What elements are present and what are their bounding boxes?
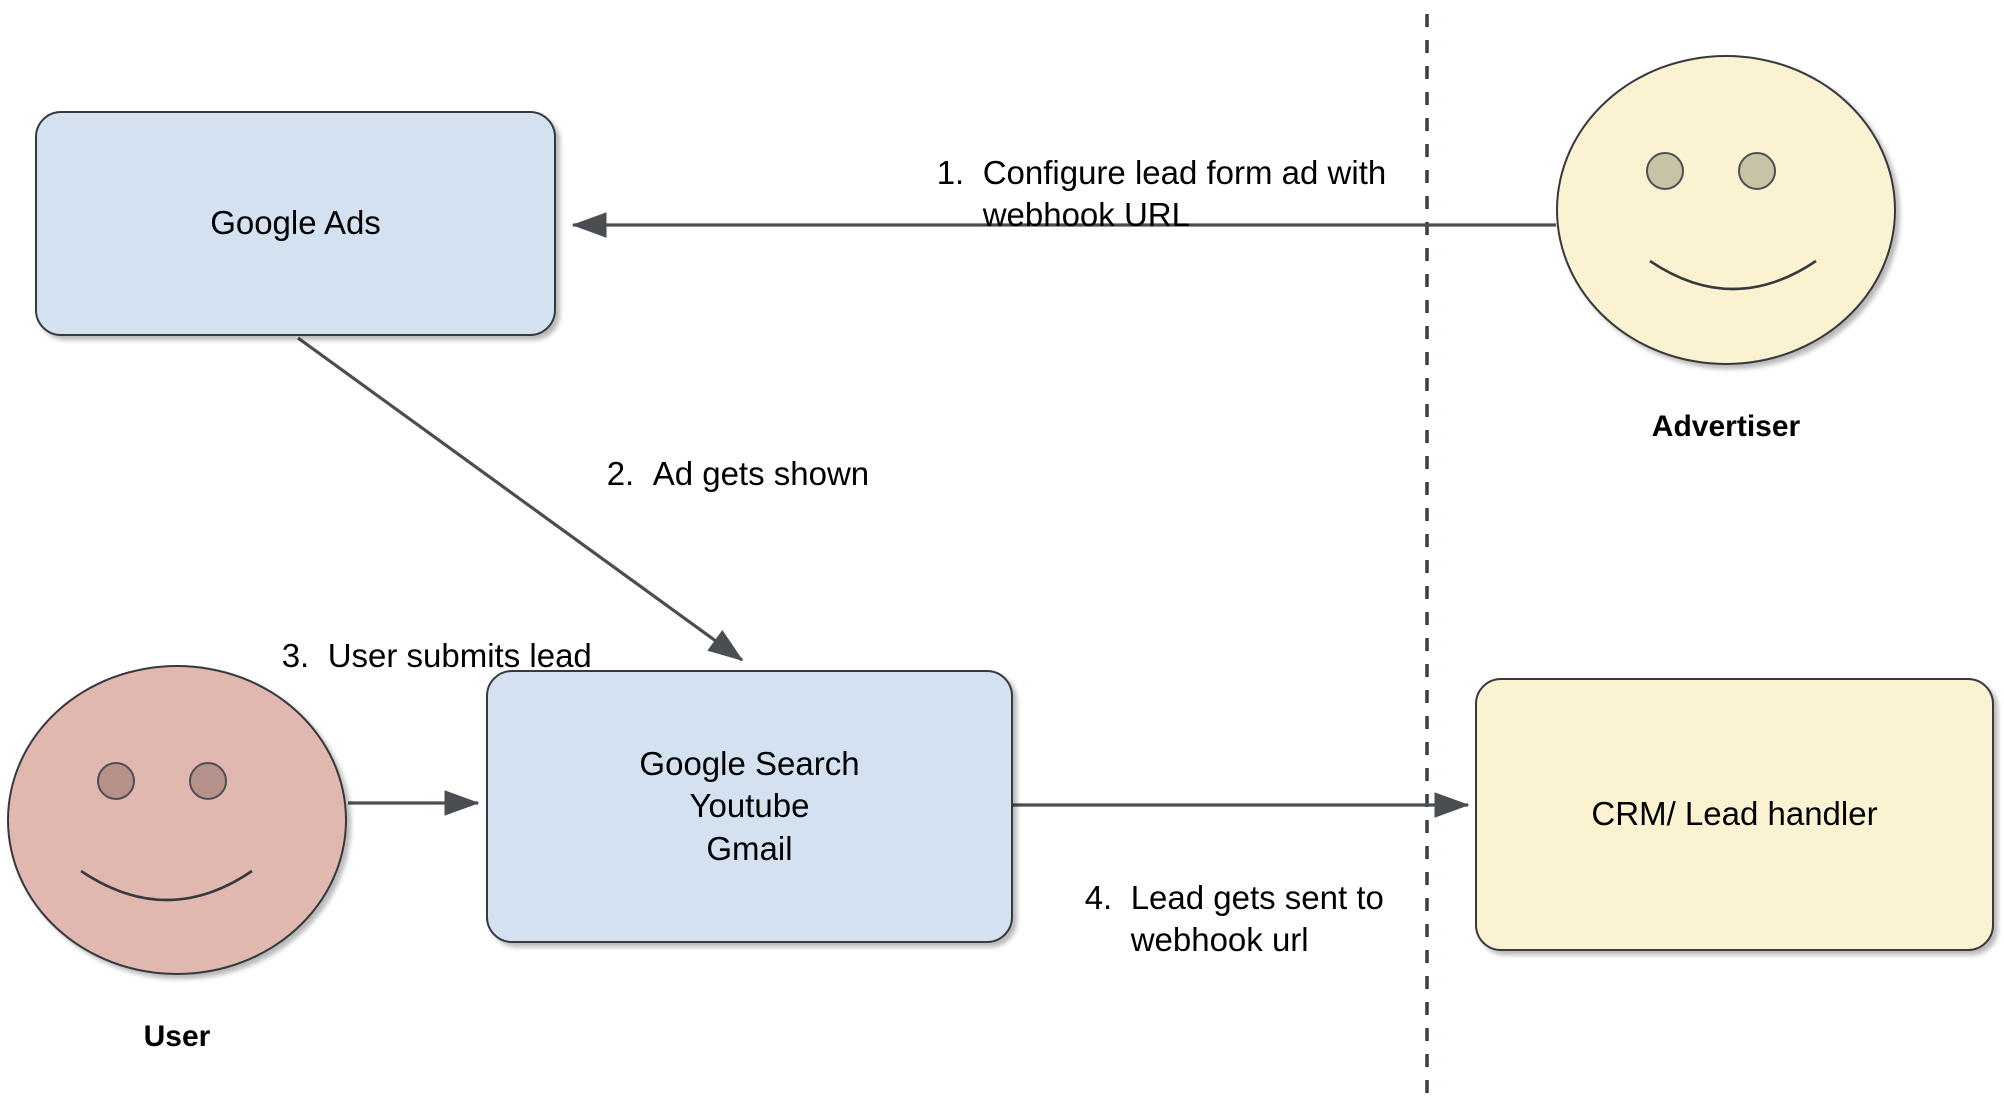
step-4-text: Lead gets sent to webhook url: [1130, 879, 1384, 959]
user-right-eye-icon: [189, 762, 227, 800]
step-3-label: 3. User submits lead: [245, 593, 592, 720]
step-1-label: 1. Configure lead form ad with webhook UR…: [900, 110, 1387, 279]
user-face-icon: [7, 665, 347, 975]
actor-user-label: User: [143, 1020, 211, 1053]
advertiser-smile-icon: [1649, 259, 1817, 291]
step-3-text: User submits lead: [327, 637, 592, 675]
user-smile-icon: [80, 869, 253, 902]
node-crm-lead-handler[interactable]: CRM/ Lead handler: [1475, 678, 1994, 951]
step-1-text: Configure lead form ad with webhook URL: [982, 154, 1387, 234]
step-2-text: Ad gets shown: [652, 455, 870, 493]
advertiser-right-eye-icon: [1738, 152, 1776, 190]
step-2-label: 2. Ad gets shown: [570, 411, 869, 538]
step-1-number: 1.: [936, 154, 965, 192]
node-google-properties[interactable]: Google Search Youtube Gmail: [486, 670, 1013, 943]
step-3-number: 3.: [281, 637, 310, 675]
step-2-number: 2.: [606, 455, 635, 493]
node-crm-lead-handler-label: CRM/ Lead handler: [1591, 795, 1878, 833]
step-4-label: 4. Lead gets sent to webhook url: [1048, 835, 1384, 1004]
actor-user[interactable]: User: [7, 665, 347, 1080]
node-google-ads-label: Google Ads: [210, 204, 381, 242]
advertiser-face-icon: [1556, 55, 1896, 365]
actor-advertiser-label: Advertiser: [1651, 410, 1801, 443]
step-4-number: 4.: [1084, 879, 1113, 917]
node-google-ads[interactable]: Google Ads: [35, 111, 556, 336]
user-left-eye-icon: [97, 762, 135, 800]
actor-advertiser[interactable]: Advertiser: [1556, 55, 1896, 445]
advertiser-left-eye-icon: [1646, 152, 1684, 190]
node-google-properties-label: Google Search Youtube Gmail: [639, 745, 860, 867]
